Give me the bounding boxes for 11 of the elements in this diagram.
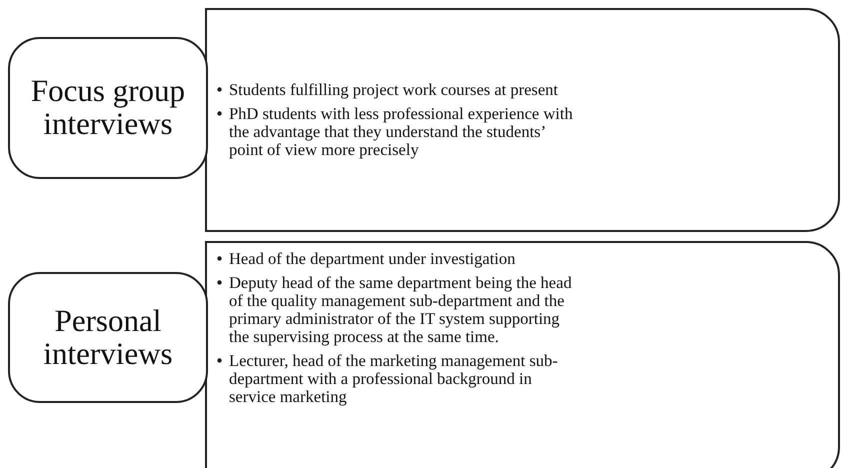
box-title: Personal interviews <box>42 304 174 370</box>
list-panel <box>205 8 840 232</box>
bullet-text: Students fulfilling project work courses at present <box>229 81 558 99</box>
bullet-text: PhD students with less professional experience with the advantage that they understand the students’ point of view more precisely <box>229 105 574 159</box>
list-panel <box>205 241 840 468</box>
bullet-text: Deputy head of the same department being the head of the quality management sub-department and the primary administrator of the IT system supporting the supervising process at the same time. <box>229 274 573 346</box>
bullet-text: Head of the department under investigation <box>229 250 516 268</box>
box-title: Focus group interviews <box>30 75 186 141</box>
rounded-box <box>8 37 208 179</box>
bullet-text: Lecturer, head of the marketing management sub-department with a professional background in service marketing <box>229 352 559 406</box>
rounded-box <box>8 272 208 403</box>
